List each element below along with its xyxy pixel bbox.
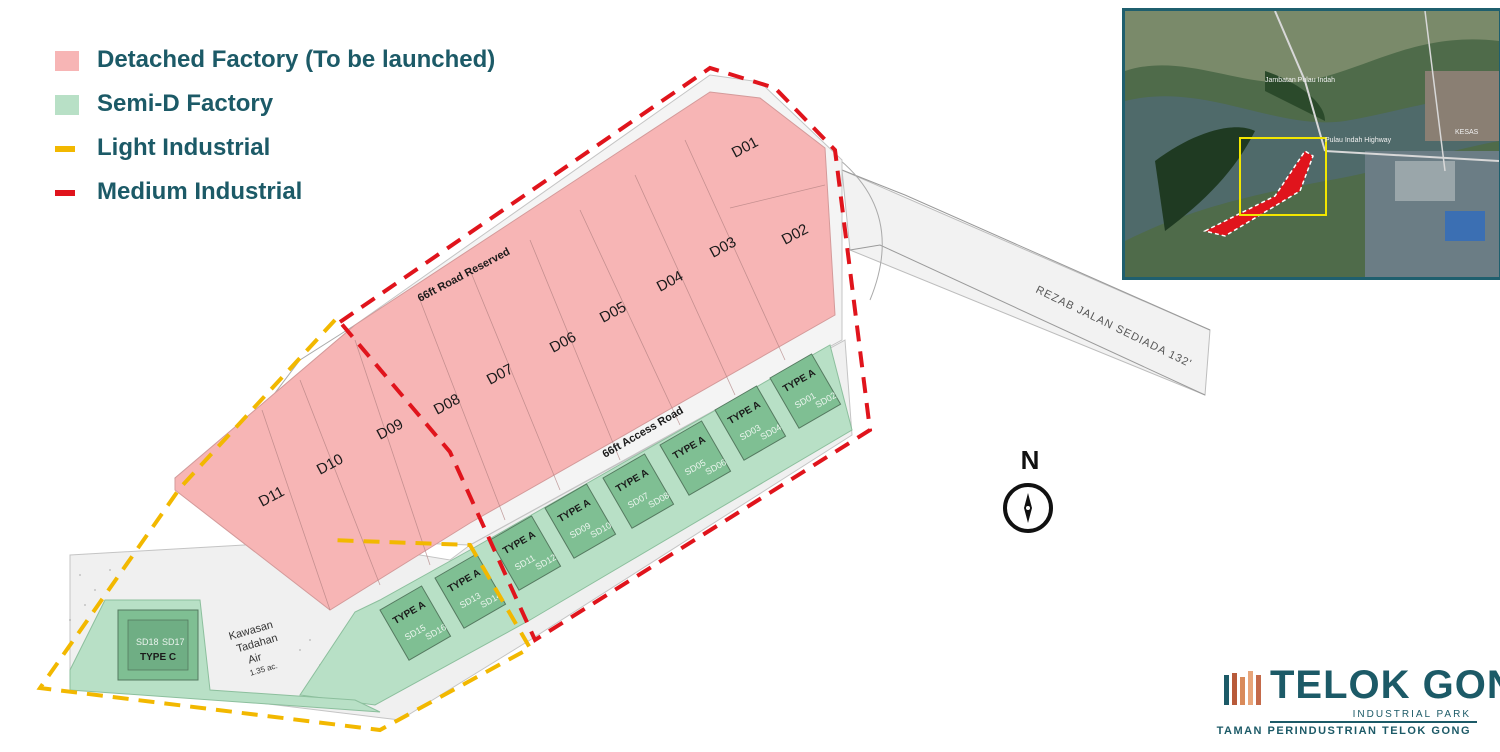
- legend-semid-label: Semi-D Factory: [97, 90, 274, 117]
- legend-medium-label: Medium Industrial: [97, 178, 303, 205]
- semid-block-shape: [489, 515, 562, 591]
- inset-label-bridge: Jambatan Pulau Indah: [1265, 77, 1336, 84]
- svg-text:Air: Air: [247, 651, 264, 666]
- semid-block-shape: [769, 353, 842, 429]
- legend-light-dash: [55, 146, 75, 152]
- location-inset-map: Jambatan Pulau Indah Pulau Indah Highway…: [1122, 8, 1500, 280]
- legend-detached-label: Detached Factory (To be launched): [97, 46, 496, 73]
- semid-block-shape: [714, 385, 787, 461]
- logo-tagline: TAMAN PERINDUSTRIAN TELOK GONG: [1216, 725, 1471, 737]
- inset-label-kesas: KESAS: [1455, 129, 1479, 136]
- type-c-label: TYPE C: [140, 652, 176, 663]
- logo-name: TELOK GONG: [1270, 663, 1500, 707]
- legend-medium-dash: [55, 190, 75, 196]
- compass-icon: [1003, 483, 1053, 533]
- medium-industrial-boundary: [338, 65, 873, 643]
- inset-satellite-image: [1125, 11, 1499, 277]
- inset-label-highway: Pulau Indah Highway: [1325, 137, 1392, 144]
- logo-bars-icon: [1224, 671, 1261, 705]
- legend-detached-swatch: [55, 51, 79, 71]
- logo-subtitle: INDUSTRIAL PARK: [1352, 709, 1471, 720]
- legend-semid-swatch: [55, 95, 79, 115]
- detached-lot-area: [174, 91, 836, 611]
- semid-block-shape: [379, 585, 452, 661]
- semid-block-shape: [434, 553, 507, 629]
- legend-light-label: Light Industrial: [97, 134, 271, 161]
- semid-block-shape: [659, 420, 732, 496]
- semid-block-shape: [544, 483, 617, 559]
- light-industrial-boundary: [36, 318, 533, 733]
- north-arrow: N: [1000, 445, 1060, 533]
- north-letter: N: [1020, 445, 1040, 475]
- type-c-unit-a: SD18: [136, 637, 159, 647]
- type-c-unit-b: SD17: [162, 637, 185, 647]
- telok-gong-logo: TELOK GONG INDUSTRIAL PARK TAMAN PERINDU…: [1217, 663, 1500, 745]
- semid-block-shape: [602, 453, 675, 529]
- type-c-block: SD18 SD17 TYPE C: [117, 609, 199, 681]
- logo-divider: [1270, 721, 1477, 723]
